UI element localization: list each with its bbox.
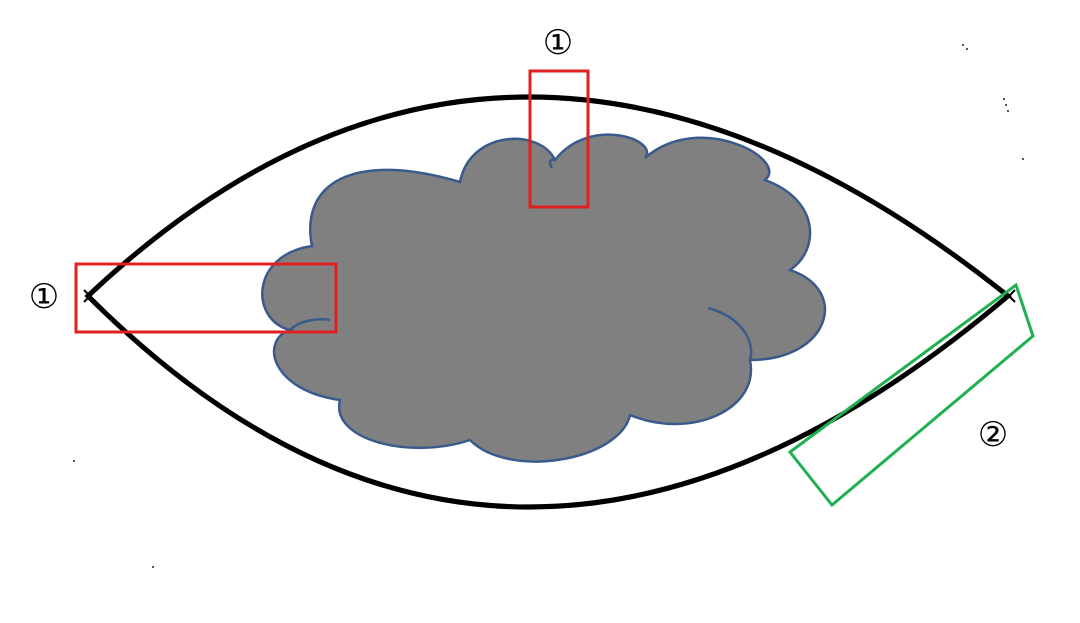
cloud-inner-bump-top — [548, 158, 556, 169]
cloud-inner-bump-right — [707, 306, 753, 361]
highlight-box-left — [74, 262, 338, 334]
scan-specks — [73, 44, 1024, 568]
cloud-inner-bump-left — [289, 318, 331, 331]
cloud-shape — [261, 133, 827, 463]
top-marker-label: ① — [543, 23, 573, 63]
left-tip-mark — [83, 289, 97, 303]
right-marker-label: ② — [978, 415, 1008, 455]
left-marker-label: ① — [29, 277, 59, 317]
highlight-box-right — [787, 282, 1035, 508]
highlight-box-top — [528, 69, 590, 209]
